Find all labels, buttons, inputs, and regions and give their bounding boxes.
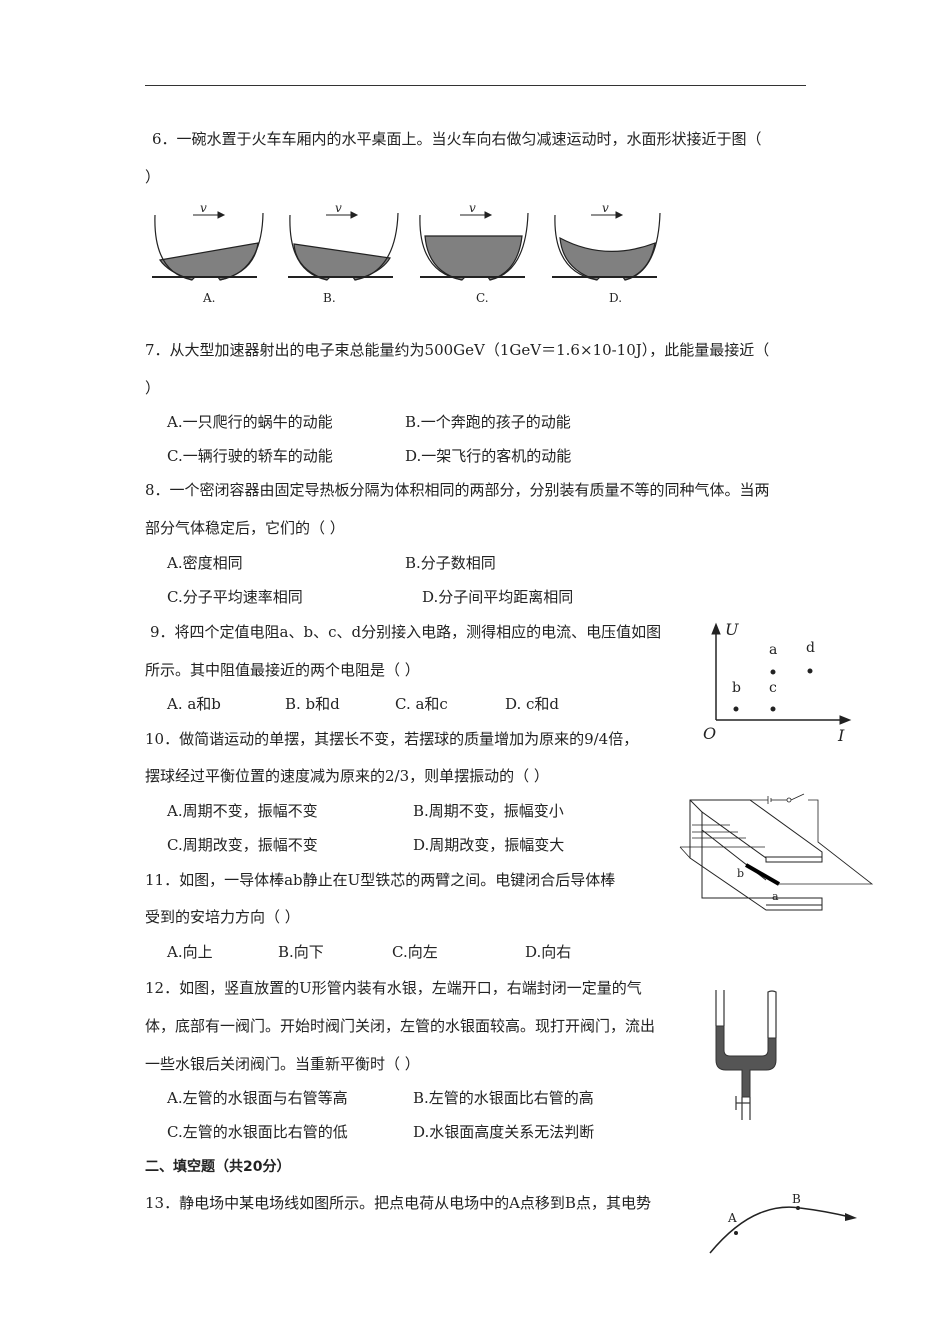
q12-stem-3: 一些水银后关闭阀门。当重新平衡时（ ） xyxy=(145,1055,420,1073)
rod-end-a-label: a xyxy=(772,890,779,903)
velocity-label-c: v xyxy=(469,201,476,215)
q9-stem: 9．将四个定值电阻a、b、c、d分别接入电路，测得相应的电流、电压值如图 xyxy=(150,623,662,641)
section-2-title: 二、填空题（共20分） xyxy=(145,1159,291,1175)
q11-stem-2: 受到的安培力方向（ ） xyxy=(145,908,300,926)
origin-label: O xyxy=(703,724,717,743)
q10-option-d: D.周期改变，振幅变大 xyxy=(413,836,565,854)
bowl-label-d: D. xyxy=(609,291,623,305)
bowl-label-a: A. xyxy=(203,291,216,305)
point-b-label: b xyxy=(732,680,741,696)
q8-stem-2: 部分气体稳定后，它们的（ ） xyxy=(145,519,345,537)
q12-stem-2: 体，底部有一阀门。开始时阀门关闭，左管的水银面较高。现打开阀门，流出 xyxy=(145,1017,656,1035)
q8-option-b: B.分子数相同 xyxy=(405,554,496,572)
q9-option-b: B. b和d xyxy=(285,695,340,713)
bowl-label-c: C. xyxy=(476,291,489,305)
q8-option-a: A.密度相同 xyxy=(167,554,243,572)
bowl-label-b: B. xyxy=(323,291,336,305)
i-axis-label: I xyxy=(838,726,845,745)
q12-option-c: C.左管的水银面比右管的低 xyxy=(167,1123,348,1141)
q11-option-a: A.向上 xyxy=(167,943,213,961)
q13-stem: 13．静电场中某电场线如图所示。把点电荷从电场中的A点移到B点，其电势 xyxy=(145,1194,651,1212)
q10-stem: 10．做简谐运动的单摆，其摆长不变，若摆球的质量增加为原来的9/4倍， xyxy=(145,730,639,748)
q7-option-c: C.一辆行驶的轿车的动能 xyxy=(167,447,333,465)
rod-end-b-label: b xyxy=(737,867,745,880)
q12-option-d: D.水银面高度关系无法判断 xyxy=(413,1123,595,1141)
q7-stem: 7．从大型加速器射出的电子束总能量约为500GeV（1GeV＝1.6×10-10… xyxy=(145,341,770,359)
q10-option-c: C.周期改变，振幅不变 xyxy=(167,836,318,854)
header-rule xyxy=(145,85,806,86)
velocity-label-b: v xyxy=(335,201,342,215)
q9-option-d: D. c和d xyxy=(505,695,560,713)
q7-stem-close: ） xyxy=(145,379,161,397)
q12-option-a: A.左管的水银面与右管等高 xyxy=(167,1089,348,1107)
velocity-label-a: v xyxy=(200,201,207,215)
u-core-figure xyxy=(679,793,874,911)
velocity-label-d: v xyxy=(602,201,609,215)
point-d-label: d xyxy=(806,640,815,656)
q9-option-a: A. a和b xyxy=(167,695,221,713)
q10-stem-2: 摆球经过平衡位置的速度减为原来的2/3，则单摆振动的（ ） xyxy=(145,767,549,785)
field-point-b-label: B xyxy=(792,1192,801,1206)
q8-stem: 8．一个密闭容器由固定导热板分隔为体积相同的两部分，分别装有质量不等的同种气体。… xyxy=(145,481,770,499)
q7-option-a: A.一只爬行的蜗牛的动能 xyxy=(167,413,333,431)
q11-option-c: C.向左 xyxy=(392,943,438,961)
q7-option-d: D.一架飞行的客机的动能 xyxy=(405,447,572,465)
field-line-figure xyxy=(709,1206,857,1254)
q8-option-d: D.分子间平均距离相同 xyxy=(422,588,574,606)
field-point-a-label: A xyxy=(728,1211,737,1225)
q11-stem: 11．如图，一导体棒ab静止在U型铁芯的两臂之间。电键闭合后导体棒 xyxy=(145,871,616,889)
q12-option-b: B.左管的水银面比右管的高 xyxy=(413,1089,594,1107)
ui-graph-figure xyxy=(711,622,852,725)
q10-option-b: B.周期不变，振幅变小 xyxy=(413,802,564,820)
q9-option-c: C. a和c xyxy=(395,695,448,713)
q11-option-b: B.向下 xyxy=(278,943,324,961)
q6-bowls-figure xyxy=(152,211,661,281)
q6-stem: 6．一碗水置于火车车厢内的水平桌面上。当火车向右做匀减速运动时，水面形状接近于图… xyxy=(152,130,762,148)
point-c-label: c xyxy=(769,680,777,696)
u-axis-label: U xyxy=(725,620,739,639)
q10-option-a: A.周期不变，振幅不变 xyxy=(167,802,318,820)
u-tube-figure xyxy=(715,990,777,1120)
point-a-label: a xyxy=(769,642,778,658)
q11-option-d: D.向右 xyxy=(525,943,572,961)
q7-option-b: B.一个奔跑的孩子的动能 xyxy=(405,413,571,431)
q6-stem-close: ） xyxy=(145,168,161,186)
q12-stem: 12．如图，竖直放置的U形管内装有水银，左端开口，右端封闭一定量的气 xyxy=(145,979,642,997)
q9-stem-2: 所示。其中阻值最接近的两个电阻是（ ） xyxy=(145,661,420,679)
q8-option-c: C.分子平均速率相同 xyxy=(167,588,303,606)
